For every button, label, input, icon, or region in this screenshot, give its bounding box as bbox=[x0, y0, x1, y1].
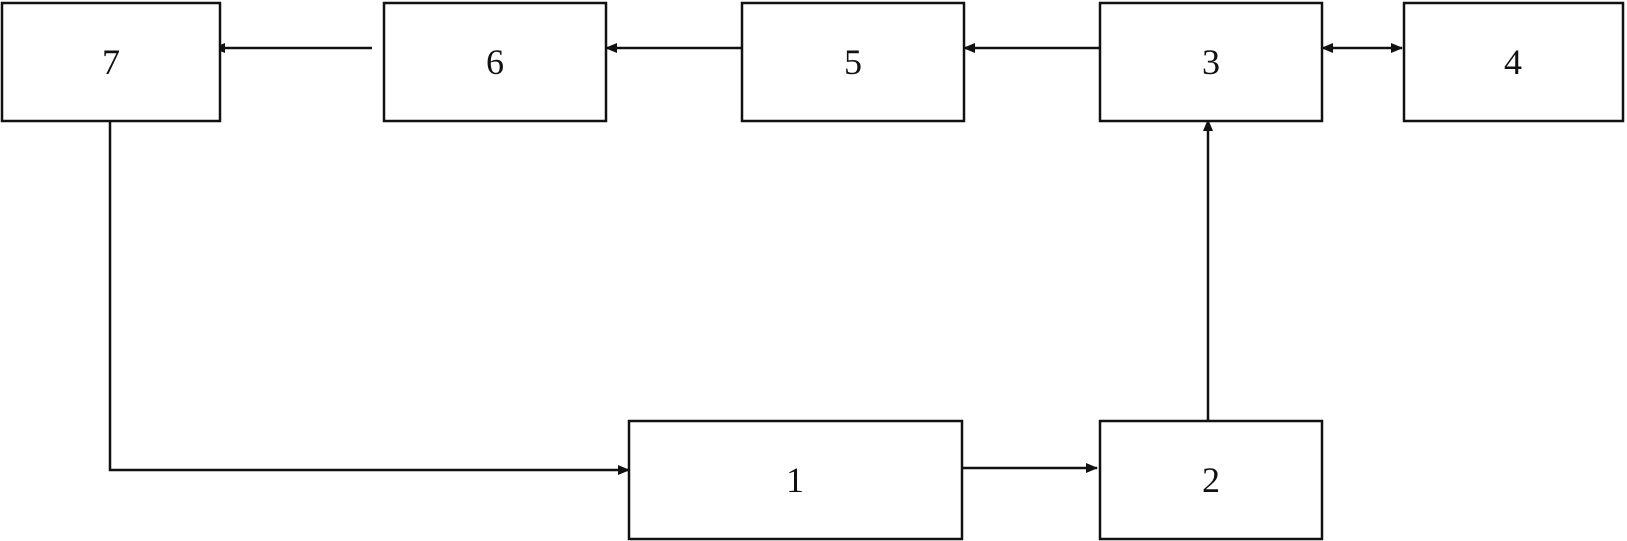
block-labels: 7 6 5 3 4 1 2 bbox=[102, 42, 1522, 500]
block-3-label: 3 bbox=[1202, 42, 1220, 82]
arrow-7-to-1 bbox=[108, 121, 630, 475]
block-6 bbox=[382, 1, 608, 123]
block-7 bbox=[0, 1, 222, 123]
block-4-label: 4 bbox=[1504, 42, 1522, 82]
block-5-label: 5 bbox=[844, 42, 862, 82]
block-4 bbox=[1402, 1, 1625, 123]
block-2-label: 2 bbox=[1202, 460, 1220, 500]
block-1 bbox=[627, 419, 964, 541]
block-1-label: 1 bbox=[786, 460, 804, 500]
block-3 bbox=[1098, 1, 1324, 123]
block-2 bbox=[1098, 419, 1324, 541]
block-7-label: 7 bbox=[102, 42, 120, 82]
connections bbox=[108, 43, 1403, 475]
block-5 bbox=[740, 1, 966, 123]
block-6-label: 6 bbox=[486, 42, 504, 82]
